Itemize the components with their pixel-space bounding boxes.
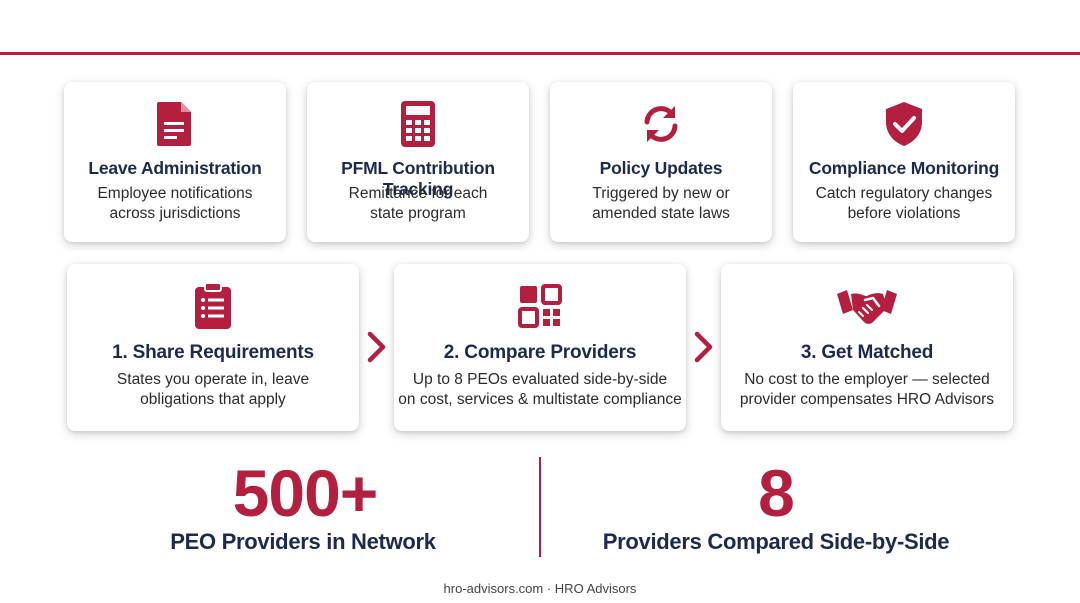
card-title: Policy Updates <box>599 158 723 178</box>
step-card-compare-providers: 2. Compare Providers Up to 8 PEOs evalua… <box>394 264 686 431</box>
footer-text: hro-advisors.com · HRO Advisors <box>443 581 637 596</box>
card-pfml-contribution-tracking: PFML Contribution Tracking Remittance fo… <box>307 82 529 242</box>
card-title: Leave Administration <box>88 158 262 178</box>
card-leave-administration: Leave Administration Employee notificati… <box>64 82 286 242</box>
step-description: States you operate in, leave obligations… <box>116 371 310 408</box>
document-icon <box>157 102 191 146</box>
step-title: 2. Compare Providers <box>443 342 637 363</box>
step-description: No cost to the employer — selected provi… <box>739 371 995 408</box>
stat-value-providers: 500+ <box>232 456 379 530</box>
stat-label-compared: Providers Compared Side-by-Side <box>602 529 950 554</box>
handshake-icon <box>837 290 897 324</box>
card-description: Employee notifications across jurisdicti… <box>97 185 253 222</box>
calculator-icon <box>401 101 435 147</box>
top-rule <box>0 52 1080 55</box>
card-title: PFML Contribution Tracking <box>341 158 495 199</box>
card-description: Triggered by new or amended state laws <box>592 185 730 222</box>
step-card-get-matched: 3. Get Matched No cost to the employer —… <box>721 264 1013 431</box>
grid-icon <box>518 284 562 328</box>
refresh-icon <box>644 106 678 142</box>
step-card-share-requirements: 1. Share Requirements States you operate… <box>67 264 359 431</box>
stat-label-providers: PEO Providers in Network <box>170 529 436 554</box>
chevron-right-icon <box>367 331 386 363</box>
card-policy-updates: Policy Updates Triggered by new or amend… <box>550 82 772 242</box>
card-description: Catch regulatory changes before violatio… <box>815 185 993 222</box>
card-description: Remittance for each state program <box>348 185 488 222</box>
stat-divider <box>539 457 541 557</box>
step-title: 1. Share Requirements <box>112 342 314 363</box>
step-description: Up to 8 PEOs evaluated side-by-side on c… <box>398 371 682 408</box>
chevron-right-icon <box>694 331 713 363</box>
step-title: 3. Get Matched <box>800 342 934 363</box>
card-title: Compliance Monitoring <box>808 158 1000 178</box>
clipboard-icon <box>195 282 231 329</box>
stat-value-compared: 8 <box>758 456 795 530</box>
shield-check-icon <box>886 102 922 146</box>
card-compliance-monitoring: Compliance Monitoring Catch regulatory c… <box>793 82 1015 242</box>
